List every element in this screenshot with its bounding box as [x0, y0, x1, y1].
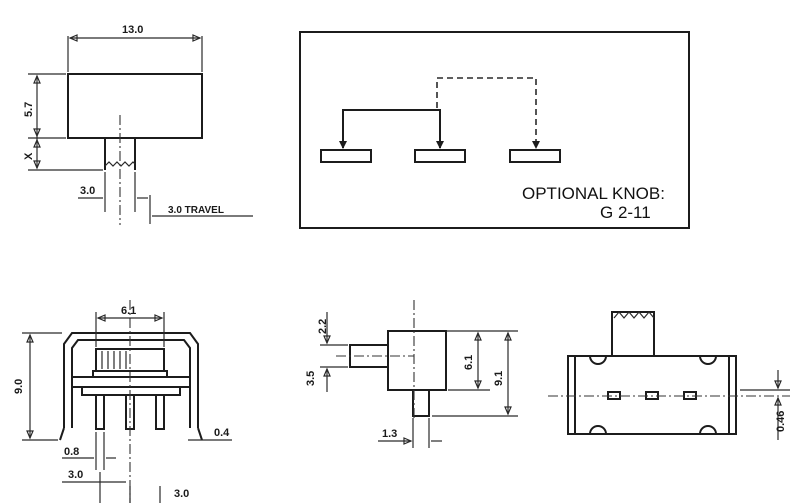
dim-side-3-5: 3.5	[305, 371, 317, 386]
bracket-outer	[63, 332, 199, 428]
dim-side-9-1: 9.1	[493, 371, 505, 386]
optional-knob-label: OPTIONAL KNOB:	[522, 184, 665, 203]
dim-front-6-1: 6.1	[121, 305, 136, 317]
actuator	[104, 138, 136, 170]
switch-body-top	[67, 73, 203, 139]
schematic-box	[299, 31, 690, 229]
dim-side-6-1: 6.1	[463, 355, 475, 370]
front-view	[22, 300, 232, 503]
mount-hole-bl	[589, 425, 607, 435]
bottom-actuator	[611, 311, 655, 357]
bottom-actuator-grip	[613, 311, 655, 319]
dim-travel: 3.0 TRAVEL	[168, 205, 224, 216]
dim-pitch-3-0-a: 3.0	[68, 469, 83, 481]
bottom-body	[567, 355, 737, 435]
dim-pin-0-8: 0.8	[64, 446, 79, 458]
dim-front-9-0: 9.0	[13, 379, 25, 394]
terminal-left	[320, 149, 372, 163]
bracket-inner	[71, 339, 191, 428]
dim-width-13: 13.0	[122, 24, 143, 36]
dim-pin-0-4: 0.4	[214, 427, 230, 439]
dim-side-2-2: 2.2	[317, 319, 329, 334]
mount-hole-br	[699, 425, 717, 435]
terminal-center	[414, 149, 466, 163]
switch-base	[71, 376, 191, 388]
mount-hole-tl	[589, 355, 607, 365]
contact-dashed	[436, 77, 537, 148]
pin-3	[155, 394, 165, 430]
dim-x: X	[23, 152, 35, 160]
slider-ribs	[101, 351, 127, 369]
pin-1	[95, 394, 105, 430]
top-view	[28, 34, 253, 225]
schematic-frame	[299, 31, 690, 229]
side-view	[320, 300, 518, 448]
optional-knob-code: G 2-11	[600, 203, 651, 222]
bottom-view	[548, 311, 790, 440]
dim-actuator-3-0: 3.0	[80, 185, 95, 197]
dim-height-5-7: 5.7	[23, 102, 35, 117]
dim-pitch-3-0-b: 3.0	[174, 488, 189, 500]
dim-side-1-3: 1.3	[382, 428, 397, 440]
actuator-grip	[104, 161, 136, 167]
contact-solid	[342, 109, 441, 148]
dim-offset-0-46: 0.46	[775, 411, 787, 432]
terminal-right	[509, 149, 561, 163]
mount-hole-tr	[699, 355, 717, 365]
side-pin	[412, 389, 430, 417]
side-body	[387, 330, 447, 391]
